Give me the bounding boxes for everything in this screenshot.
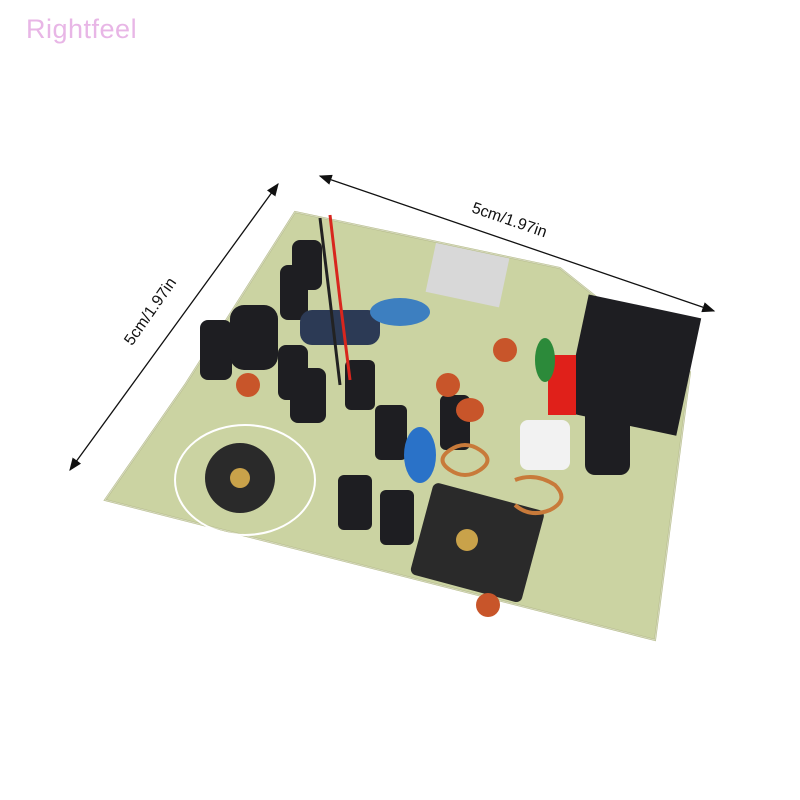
width-dimension-arrow — [318, 174, 716, 313]
height-dimension-arrow — [69, 182, 279, 472]
pcb-board — [103, 210, 702, 642]
brand-watermark: Rightfeel — [26, 14, 138, 44]
